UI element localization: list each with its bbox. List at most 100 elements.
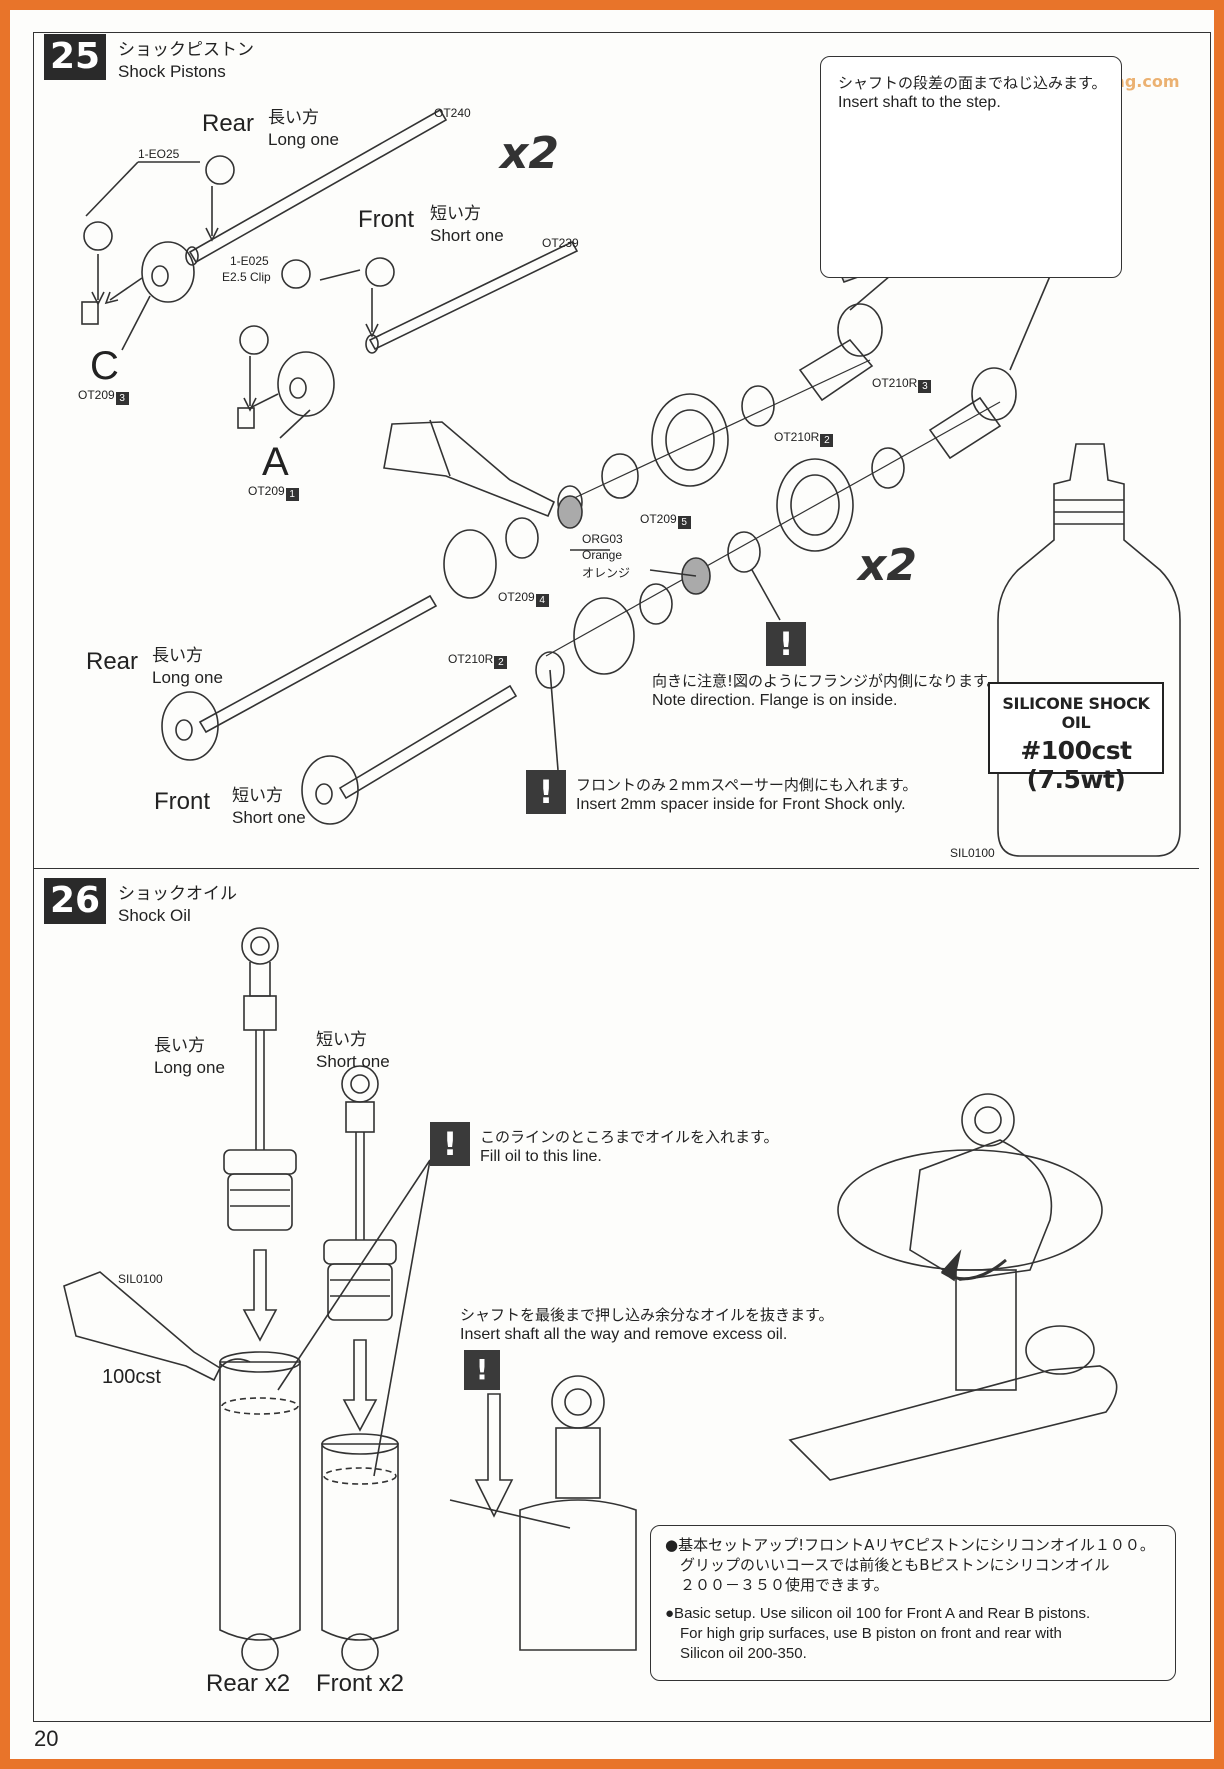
- short-jp: 短い方: [316, 1030, 367, 1050]
- part-ot240: OT240: [434, 106, 471, 120]
- note-direction-jp: 向きに注意!図のようにフランジが内側になります。: [652, 672, 1002, 690]
- oil-bottle-large: [997, 443, 1181, 857]
- step-25-title-en: Shock Pistons: [118, 62, 226, 81]
- piston-a-letter: A: [262, 440, 289, 484]
- front-label-top: Front: [358, 206, 415, 233]
- rod-end-upper: [798, 338, 874, 402]
- step-25-number: 25: [44, 34, 106, 80]
- front-sub-top: Short one: [430, 226, 504, 245]
- part-eo25-a: 1-EO25: [138, 147, 180, 161]
- shock-collar-upper: [651, 393, 729, 487]
- page-number: 20: [34, 1726, 59, 1751]
- shock-collar-lower: [776, 458, 854, 552]
- front-jp-bottom: 短い方: [232, 786, 283, 806]
- step26-illustration: [63, 927, 1118, 1671]
- piston-a: [277, 351, 335, 417]
- setup-note-line: ●基本セットアップ!フロントAリヤCピストンにシリコンオイル１００。: [665, 1536, 1155, 1554]
- long-en: Long one: [154, 1058, 225, 1077]
- callout-en: Insert shaft to the step.: [838, 94, 1001, 111]
- bottle-label: SILICONE SHOCK OIL #100cst (7.5wt): [988, 682, 1164, 794]
- note-front-en: Insert 2mm spacer inside for Front Shock…: [576, 796, 906, 813]
- rear-jp-top: 長い方: [268, 108, 319, 128]
- rear-label-top: Rear: [202, 110, 255, 137]
- bottle-part-25: SIL0100: [950, 846, 995, 860]
- short-en: Short one: [316, 1052, 390, 1071]
- part-e025-b: 1-E025: [230, 254, 269, 268]
- front-label-bottom: Front: [154, 788, 211, 815]
- step-26-title-jp: ショックオイル: [118, 884, 237, 904]
- front-shaft-lower: [338, 684, 518, 800]
- e-clip-top: [205, 155, 235, 185]
- badge-4: 4: [535, 594, 549, 607]
- fill-jp: このラインのところまでオイルを入れます。: [480, 1128, 779, 1146]
- org03-label: ORG03: [582, 532, 623, 546]
- badge-3: 3: [115, 392, 129, 405]
- setup-note-line: ２００－３５０使用できます。: [665, 1576, 889, 1594]
- badge-5: 5: [677, 516, 691, 529]
- setup-note-line: For high grip surfaces, use B piston on …: [665, 1625, 1062, 1642]
- insert-jp: シャフトを最後まで押し込み余分なオイルを抜きます。: [460, 1306, 834, 1324]
- bottle-label-line1: SILICONE SHOCK OIL: [1002, 694, 1150, 732]
- shaft-step-callout: [820, 56, 1122, 278]
- note-front-jp: フロントのみ２mmスペーサー内側にも入れます。: [576, 776, 918, 794]
- setup-note-line: グリップのいいコースでは前後ともBピストンにシリコンオイル: [665, 1556, 1110, 1574]
- manual-page: rcmag.com 25 ショックピストン Shock Pistons Rear…: [10, 10, 1214, 1759]
- rotation-circle: [837, 1149, 1103, 1271]
- piston-c: [141, 241, 195, 303]
- rear-jp-bottom: 長い方: [152, 646, 203, 666]
- orange-jp: オレンジ: [582, 566, 631, 580]
- front-shaft-ot239: [368, 240, 579, 351]
- setup-note-line: ●Basic setup. Use silicon oil 100 for Fr…: [665, 1605, 1091, 1622]
- badge-3b: 3: [918, 380, 932, 393]
- front-shock-body: [321, 1443, 399, 1641]
- rear-shaft-ot240: [188, 108, 448, 264]
- warning-icon-front: !: [526, 770, 566, 814]
- bottle-label-line2: #100cst (7.5wt): [1020, 736, 1132, 794]
- step-26-number: 26: [44, 878, 106, 924]
- rear-count: Rear x2: [206, 1670, 291, 1697]
- part-e25-clip: E2.5 Clip: [222, 270, 271, 284]
- step-25-title-jp: ショックピストン: [118, 40, 254, 60]
- step-26-title-en: Shock Oil: [118, 906, 191, 925]
- warning-icon-fill: !: [430, 1122, 470, 1166]
- piston-c-letter: C: [90, 344, 119, 388]
- front-jp-top: 短い方: [430, 204, 481, 224]
- oil-value: 100cst: [102, 1366, 161, 1388]
- rear-sub-top: Long one: [268, 130, 339, 149]
- badge-2b: 2: [494, 656, 508, 669]
- warning-icon-insert: !: [464, 1350, 500, 1390]
- bottle-part-26: SIL0100: [118, 1272, 163, 1286]
- front-count: Front x2: [316, 1670, 405, 1697]
- e-clip-mid: [281, 259, 311, 289]
- note-direction-en: Note direction. Flange is on inside.: [652, 692, 898, 709]
- multiplier-top: x2: [500, 128, 559, 179]
- rear-shaft-lower: [198, 594, 438, 734]
- piston-lower-mid: [573, 597, 635, 675]
- rear-label-bottom: Rear: [86, 648, 139, 675]
- setup-note-box: ●基本セットアップ!フロントAリヤCピストンにシリコンオイル１００。 グリップの…: [650, 1525, 1176, 1681]
- badge-2a: 2: [820, 434, 834, 447]
- multiplier-mid: x2: [858, 540, 917, 591]
- rear-sub-bottom: Long one: [152, 668, 223, 687]
- part-ot239: OT239: [542, 236, 579, 250]
- fill-en: Fill oil to this line.: [480, 1148, 602, 1165]
- orange-en: Orange: [582, 548, 623, 562]
- rear-shock-body: [219, 1361, 301, 1641]
- oil-bottle-26: [63, 1271, 222, 1382]
- piston-lower-left: [443, 529, 497, 599]
- e-clip-left: [83, 221, 113, 251]
- rod-end-lower: [928, 396, 1002, 460]
- long-jp: 長い方: [154, 1036, 205, 1056]
- insert-en: Insert shaft all the way and remove exce…: [460, 1326, 788, 1343]
- setup-note-line: Silicon oil 200-350.: [665, 1645, 807, 1662]
- callout-jp: シャフトの段差の面までねじ込みます。: [838, 74, 1107, 92]
- page-frame: [33, 32, 1211, 1722]
- section-divider: [33, 868, 1199, 869]
- warning-icon-direction: !: [766, 622, 806, 666]
